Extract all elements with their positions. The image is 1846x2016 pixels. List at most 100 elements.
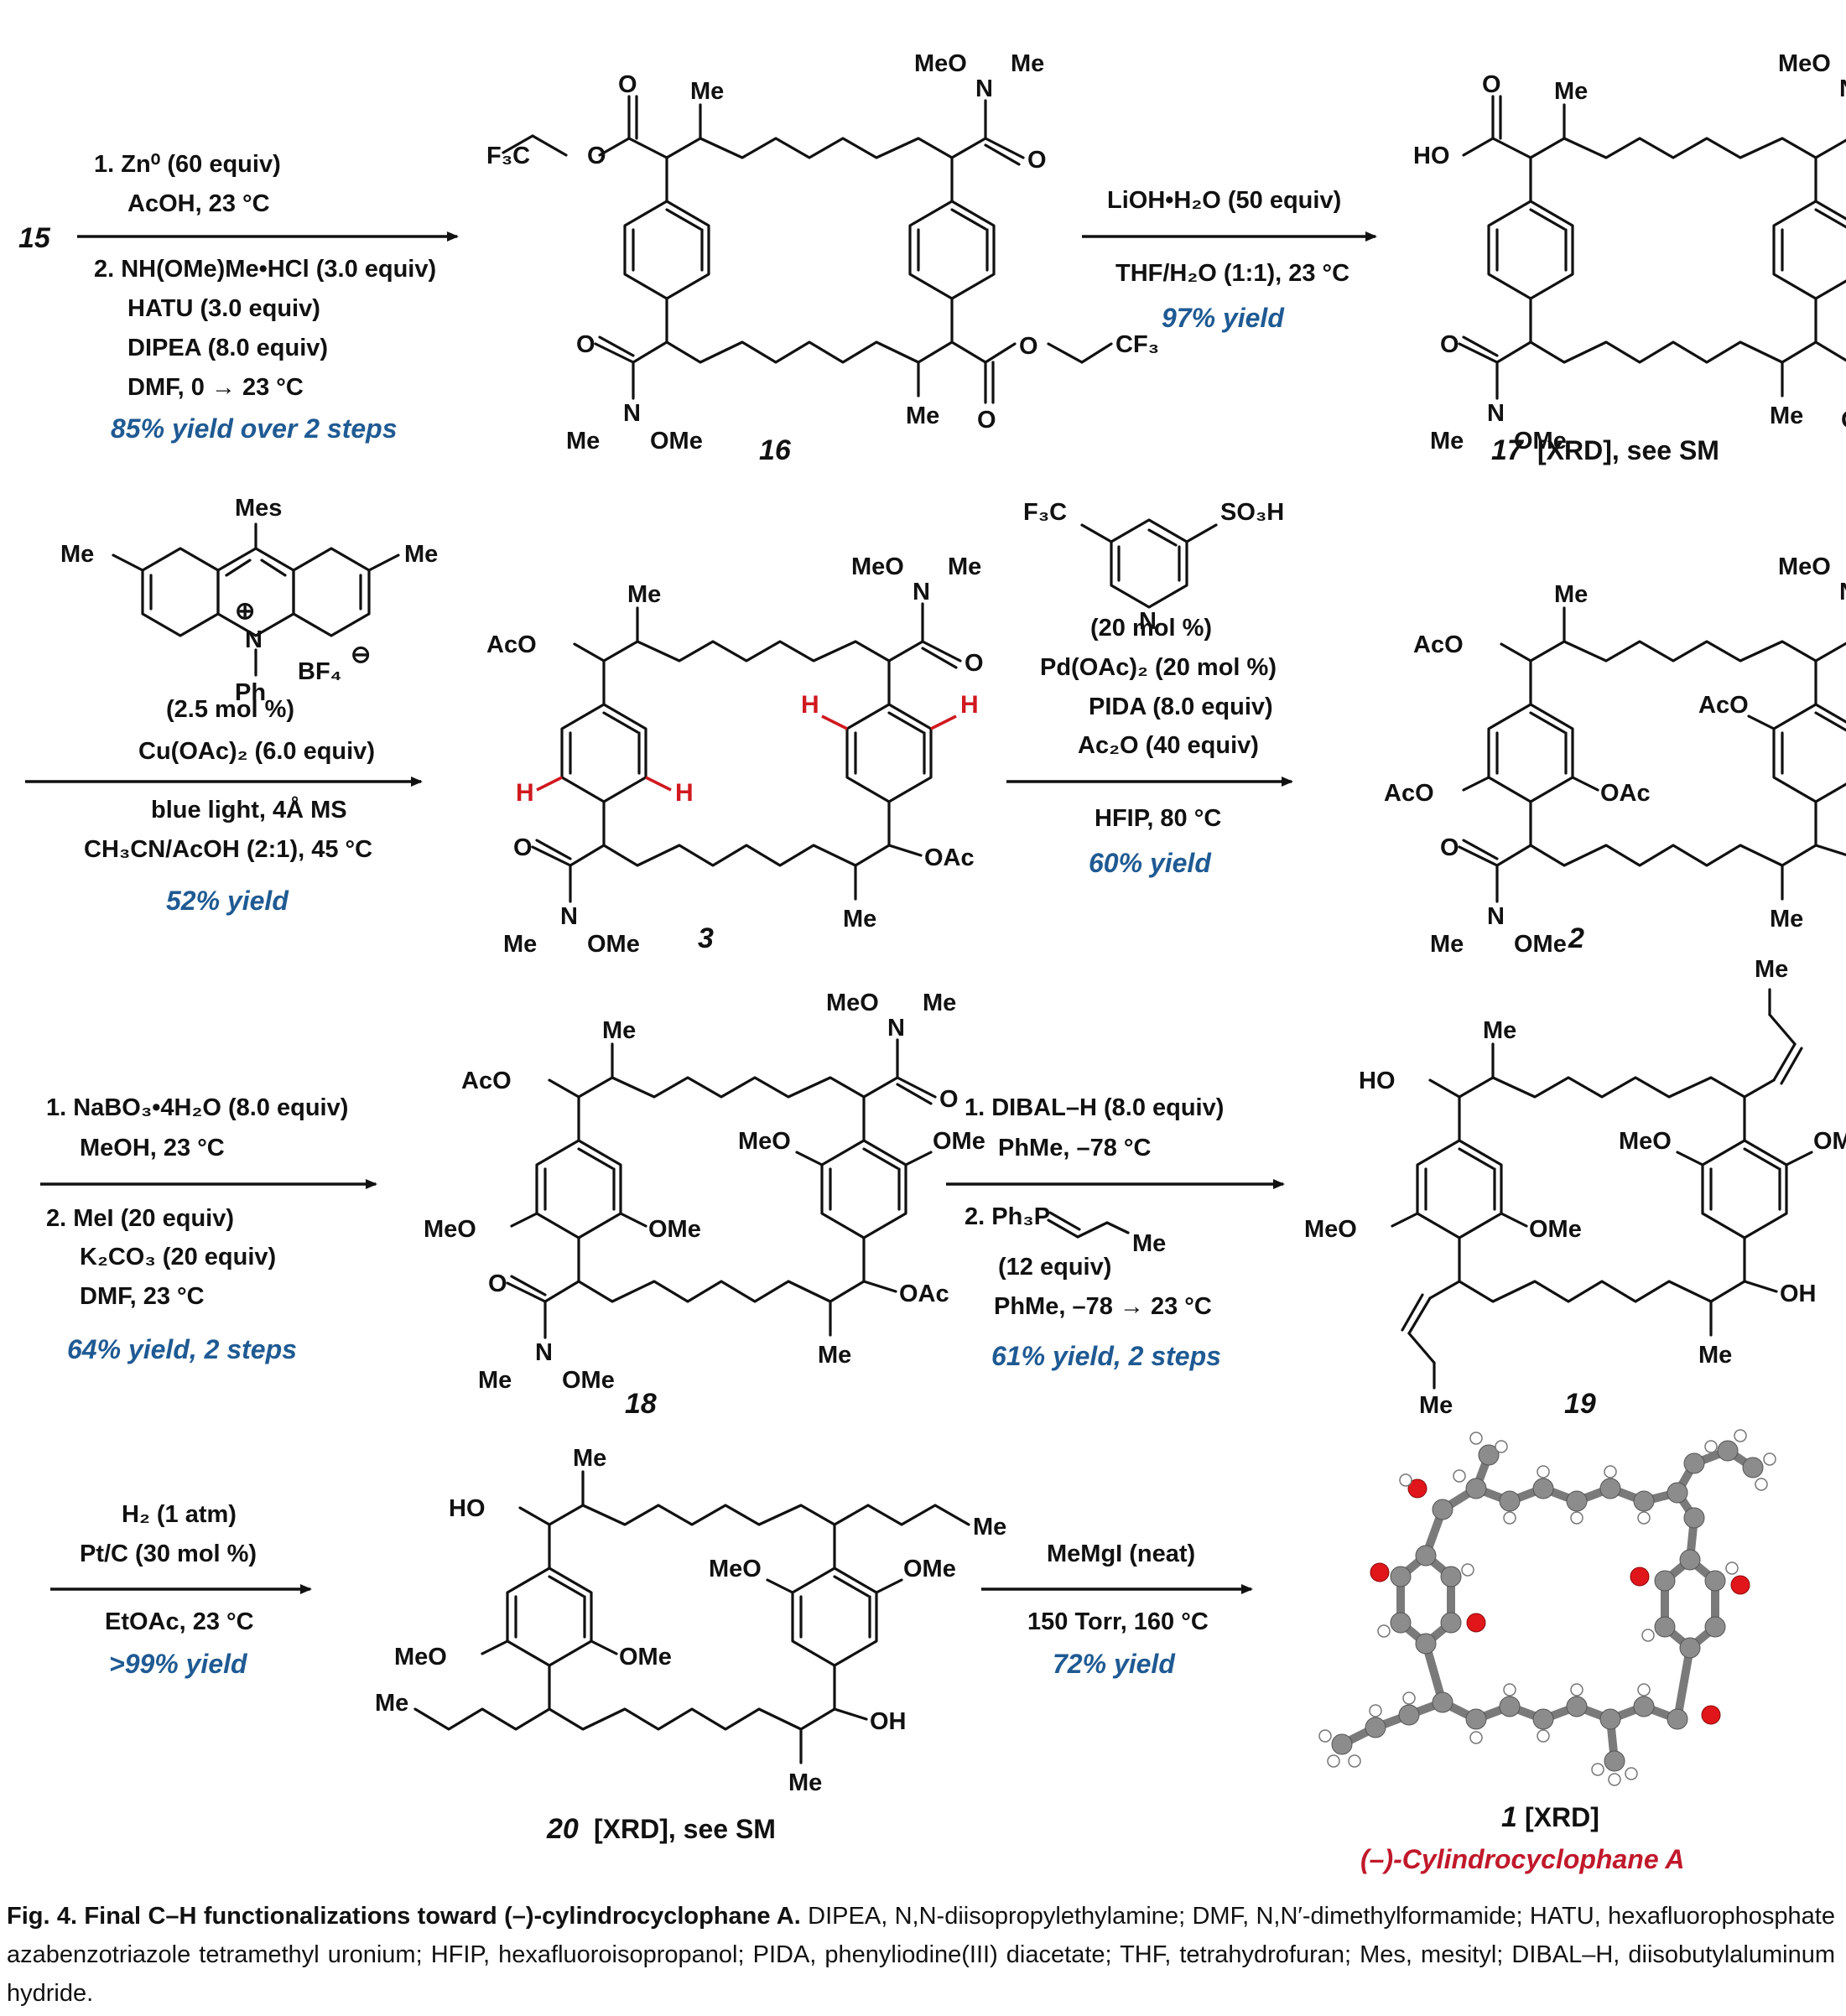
svg-text:O: O xyxy=(576,331,595,358)
svg-text:Me: Me xyxy=(503,931,537,958)
svg-text:OMe: OMe xyxy=(1529,1216,1582,1243)
svg-text:Me: Me xyxy=(404,541,438,568)
svg-text:Me: Me xyxy=(1698,1342,1732,1369)
svg-text:52% yield: 52% yield xyxy=(166,886,289,916)
svg-text:72% yield: 72% yield xyxy=(1053,1649,1176,1679)
pyridine-ligand-structure: F₃C SO₃H N xyxy=(1023,499,1284,635)
svg-text:>99% yield: >99% yield xyxy=(109,1649,248,1679)
svg-text:SO₃H: SO₃H xyxy=(1220,499,1284,526)
svg-text:PhMe, –78 → 23 °C: PhMe, –78 → 23 °C xyxy=(994,1293,1212,1320)
svg-text:(12 equiv): (12 equiv) xyxy=(998,1254,1111,1281)
compound-1-label: 1 [XRD] xyxy=(1501,1801,1599,1833)
svg-text:H: H xyxy=(516,779,534,807)
svg-text:LiOH•H₂O (50 equiv): LiOH•H₂O (50 equiv) xyxy=(1107,187,1341,214)
svg-text:blue light, 4Å MS: blue light, 4Å MS xyxy=(151,796,347,824)
svg-text:N: N xyxy=(913,579,930,605)
svg-text:O: O xyxy=(977,407,996,434)
svg-text:BF₄: BF₄ xyxy=(298,658,341,685)
svg-text:Me: Me xyxy=(1554,581,1588,608)
svg-text:Me: Me xyxy=(948,553,981,580)
step5-conditions: 1. NaBO₃•4H₂O (8.0 equiv) MeOH, 23 °C 2.… xyxy=(40,1094,377,1364)
svg-text:Me: Me xyxy=(1770,403,1803,429)
compound-15-label: 15 xyxy=(18,222,51,254)
compound-3-label: 3 xyxy=(698,922,714,954)
svg-text:Cu(OAc)₂ (6.0 equiv): Cu(OAc)₂ (6.0 equiv) xyxy=(138,738,375,765)
svg-text:MeMgI (neat): MeMgI (neat) xyxy=(1047,1541,1195,1567)
compound-1-xrd-model xyxy=(1318,1429,1776,1786)
svg-text:O: O xyxy=(1440,834,1459,861)
svg-text:OMe: OMe xyxy=(587,931,640,958)
svg-text:O: O xyxy=(1841,407,1846,434)
svg-text:N: N xyxy=(1487,400,1505,427)
svg-text:OMe: OMe xyxy=(903,1556,956,1582)
svg-text:[XRD], see SM: [XRD], see SM xyxy=(594,1814,776,1844)
svg-text:HFIP, 80 °C: HFIP, 80 °C xyxy=(1095,805,1221,832)
svg-text:2. Ph₃P: 2. Ph₃P xyxy=(965,1203,1050,1230)
svg-text:[XRD]: [XRD] xyxy=(1525,1802,1599,1832)
figure-caption: Fig. 4. Final C–H functionalizations tow… xyxy=(7,1897,1835,2013)
svg-text:N: N xyxy=(560,903,578,930)
compound-3-structure: AcO Me O N MeO Me H H H H O N Me OMe OAc… xyxy=(486,553,984,958)
svg-text:F₃C: F₃C xyxy=(1023,499,1067,526)
svg-text:Me: Me xyxy=(566,428,600,455)
svg-text:(20 mol %): (20 mol %) xyxy=(1090,615,1212,642)
svg-text:N: N xyxy=(1839,579,1846,605)
svg-text:OMe: OMe xyxy=(1514,428,1567,455)
svg-text:OAc: OAc xyxy=(1600,780,1651,807)
compound-17-label: 17 [XRD], see SM xyxy=(1491,434,1719,466)
svg-text:Ac₂O (40 equiv): Ac₂O (40 equiv) xyxy=(1078,732,1259,759)
svg-text:MeO: MeO xyxy=(1304,1216,1357,1243)
svg-text:[XRD], see SM: [XRD], see SM xyxy=(1537,435,1719,465)
svg-text:AcO: AcO xyxy=(486,631,537,658)
step6-conditions: 1. DIBAL–H (8.0 equiv) PhMe, –78 °C 2. P… xyxy=(946,1094,1285,1371)
svg-text:MeOH, 23 °C: MeOH, 23 °C xyxy=(80,1135,225,1161)
svg-text:17: 17 xyxy=(1491,434,1525,466)
svg-text:Me: Me xyxy=(573,1445,606,1472)
svg-text:O: O xyxy=(488,1270,507,1297)
svg-text:MeO: MeO xyxy=(1778,50,1831,77)
compound-20-structure: HO Me Me MeO OMe MeO OMe Me OH Me xyxy=(375,1445,1006,1796)
caption-body: DIPEA, N,N-diisopropylethylamine; DMF, N… xyxy=(7,1903,1835,2007)
svg-text:O: O xyxy=(618,71,637,98)
svg-text:H: H xyxy=(960,691,979,719)
svg-text:CF₃: CF₃ xyxy=(1115,331,1159,358)
svg-text:O: O xyxy=(513,834,533,861)
svg-text:1. NaBO₃•4H₂O (8.0 equiv): 1. NaBO₃•4H₂O (8.0 equiv) xyxy=(46,1094,348,1121)
svg-text:O: O xyxy=(1440,331,1459,358)
svg-text:O: O xyxy=(1482,71,1501,98)
svg-text:O: O xyxy=(939,1086,959,1113)
compound-18-label: 18 xyxy=(625,1388,657,1420)
svg-text:DMF, 0 → 23 °C: DMF, 0 → 23 °C xyxy=(127,374,304,401)
svg-text:MeO: MeO xyxy=(738,1128,791,1155)
natural-product-name: (–)-Cylindrocyclophane A xyxy=(1360,1844,1684,1874)
compound-2-structure: AcO Me O N MeO Me AcO OAc AcO OAc O N Me… xyxy=(1384,553,1846,958)
svg-text:85% yield over 2 steps: 85% yield over 2 steps xyxy=(111,413,398,444)
svg-text:N: N xyxy=(535,1339,553,1366)
svg-text:HATU (3.0 equiv): HATU (3.0 equiv) xyxy=(127,295,320,322)
svg-text:HO: HO xyxy=(1413,143,1450,169)
svg-text:Me: Me xyxy=(1430,931,1464,958)
svg-text:OMe: OMe xyxy=(562,1367,615,1394)
svg-text:Me: Me xyxy=(1483,1017,1516,1044)
svg-text:Pd(OAc)₂ (20 mol %): Pd(OAc)₂ (20 mol %) xyxy=(1040,654,1277,681)
step2-conditions: LiOH•H₂O (50 equiv) THF/H₂O (1:1), 23 °C… xyxy=(1107,187,1349,333)
svg-text:MeO: MeO xyxy=(1778,553,1831,580)
svg-text:MeO: MeO xyxy=(826,990,879,1016)
svg-text:HO: HO xyxy=(1359,1068,1396,1094)
svg-text:H: H xyxy=(801,691,819,719)
svg-text:Me: Me xyxy=(788,1769,822,1796)
compound-17-structure: O HO Me O N MeO Me O N Me OMe O OH Me xyxy=(1413,50,1846,455)
svg-text:N: N xyxy=(975,75,993,102)
compound-18-structure: AcO Me O N MeO Me MeO OMe MeO OMe O N Me… xyxy=(424,990,985,1394)
svg-text:PIDA (8.0 equiv): PIDA (8.0 equiv) xyxy=(1089,694,1273,720)
svg-text:1: 1 xyxy=(1501,1801,1517,1833)
compound-19-structure: HO Me Me MeO OMe MeO OMe Me OH Me xyxy=(1304,956,1846,1419)
svg-text:Me: Me xyxy=(923,990,956,1016)
reaction-scheme: 15 1. Zn⁰ (60 equiv) AcOH, 23 °C 2. NH(O… xyxy=(18,50,1846,1874)
svg-text:MeO: MeO xyxy=(424,1216,476,1243)
svg-text:EtOAc, 23 °C: EtOAc, 23 °C xyxy=(105,1608,254,1635)
svg-text:Me: Me xyxy=(627,581,661,608)
svg-text:MeO: MeO xyxy=(851,553,904,580)
svg-text:N: N xyxy=(623,400,641,427)
svg-text:2. MeI (20 equiv): 2. MeI (20 equiv) xyxy=(46,1205,234,1232)
